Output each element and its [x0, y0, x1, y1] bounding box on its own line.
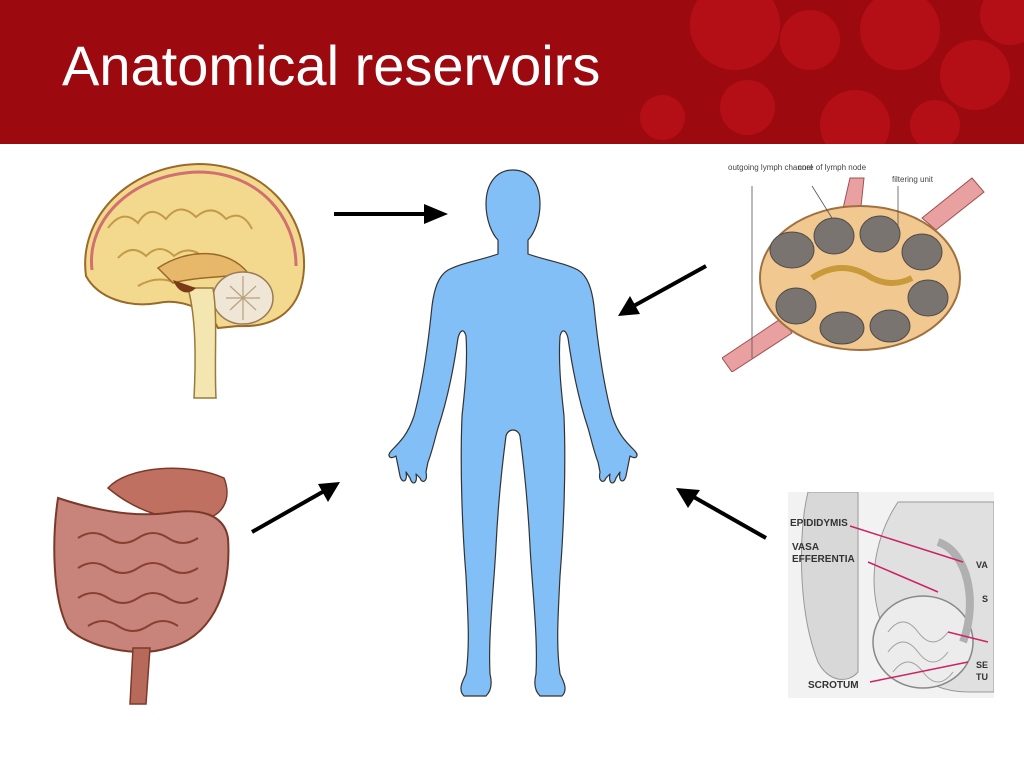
arrow-icon — [618, 264, 707, 316]
arrow-icon — [676, 488, 767, 540]
testis-illustration: EPIDIDYMIS VASA EFFERENTIA SCROTUM VA S … — [788, 492, 994, 698]
human-body-silhouette — [388, 169, 638, 697]
label-filtering: filtering unit — [892, 175, 934, 184]
title-banner: Anatomical reservoirs — [0, 0, 1024, 144]
label-outgoing: outgoing lymph channel — [728, 163, 813, 172]
lymph-node-illustration: outgoing lymph channel core of lymph nod… — [722, 163, 985, 372]
label-partial-tu: TU — [976, 672, 988, 682]
arrow-icon — [251, 482, 340, 534]
label-epididymis: EPIDIDYMIS — [790, 518, 848, 529]
intestines-illustration — [53, 467, 230, 705]
slide-title: Anatomical reservoirs — [62, 34, 601, 97]
label-core: core of lymph node — [798, 163, 867, 172]
label-partial-s: S — [982, 594, 988, 604]
label-efferentia: EFFERENTIA — [792, 554, 855, 565]
brain-illustration — [84, 162, 306, 399]
label-partial-se: SE — [976, 660, 988, 670]
arrow-icon — [334, 204, 448, 224]
label-scrotum: SCROTUM — [808, 680, 859, 691]
label-partial-va: VA — [976, 560, 988, 570]
label-vasa: VASA — [792, 542, 819, 553]
